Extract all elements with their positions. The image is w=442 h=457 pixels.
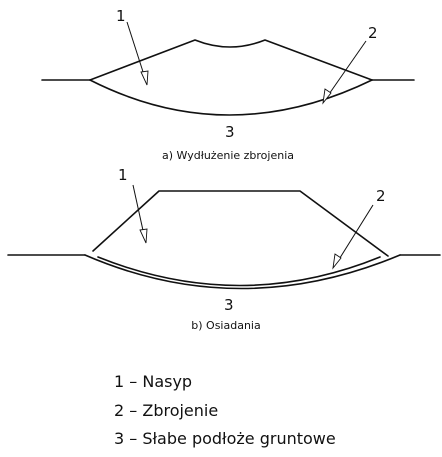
leader-1-b: [132, 184, 145, 236]
embankment-b: [92, 190, 389, 257]
ground-dip-b: [84, 254, 401, 290]
leader-2-a: [326, 40, 367, 98]
marker-1-a: 1: [116, 7, 126, 25]
arrowhead-1-b: [139, 228, 148, 244]
marker-2-b: 2: [376, 187, 386, 205]
legend-item-3: 3 – Słabe podłoże gruntowe: [114, 429, 336, 448]
marker-1-b: 1: [118, 166, 128, 184]
marker-2-a: 2: [368, 24, 378, 42]
diagram-a: 1 2 3 a) Wydłużenie zbrojenia: [41, 7, 415, 162]
reinforcement-layer-b: [97, 256, 381, 287]
diagram-b: 1 2 3 b) Osiadania: [7, 166, 441, 332]
caption-a: a) Wydłużenie zbrojenia: [162, 149, 294, 162]
caption-b: b) Osiadania: [191, 319, 260, 332]
arrowhead-2-b: [332, 253, 342, 270]
legend: 1 – Nasyp 2 – Zbrojenie 3 – Słabe podłoż…: [114, 372, 336, 448]
marker-3-b: 3: [224, 296, 234, 314]
legend-item-1: 1 – Nasyp: [114, 372, 192, 391]
arrowhead-2-a: [322, 88, 332, 105]
embankment-a: [89, 39, 373, 81]
reinforcement-curve-a: [89, 79, 373, 116]
arrowhead-1-a: [140, 70, 149, 86]
marker-3-a: 3: [225, 123, 235, 141]
leader-1-a: [126, 21, 146, 79]
legend-item-2: 2 – Zbrojenie: [114, 401, 218, 420]
leader-2-b: [337, 204, 374, 262]
